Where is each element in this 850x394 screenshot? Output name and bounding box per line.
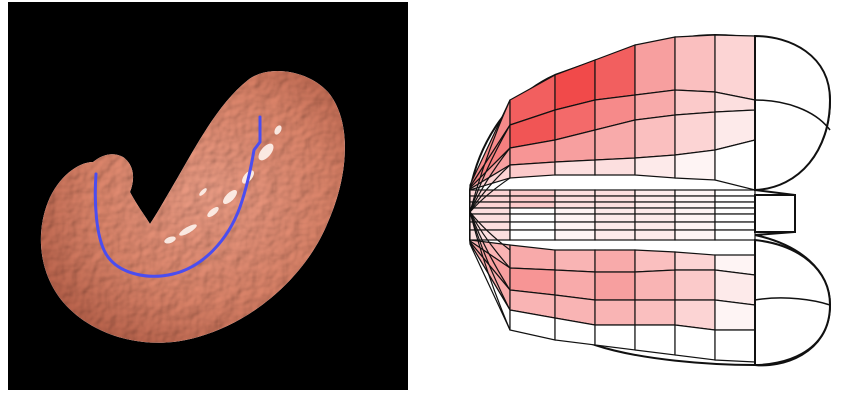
- heat-cell: [675, 90, 715, 115]
- heat-cell: [675, 202, 715, 208]
- heat-cell: [555, 160, 595, 175]
- heat-cell: [675, 150, 715, 180]
- heat-cell: [635, 196, 675, 202]
- heat-cell: [510, 208, 555, 214]
- heat-cell: [715, 202, 755, 208]
- heat-cell: [510, 202, 555, 208]
- heat-cell: [595, 272, 635, 300]
- heat-cell: [635, 155, 675, 178]
- heat-cell: [715, 35, 755, 100]
- flattened-map-panel: [440, 0, 845, 394]
- heat-cell: [675, 230, 715, 240]
- heat-cell: [675, 35, 715, 92]
- heat-cell: [715, 208, 755, 214]
- heat-cell: [510, 245, 555, 270]
- heat-cell: [595, 208, 635, 214]
- heat-cell: [715, 270, 755, 305]
- heat-cell: [595, 300, 635, 325]
- heat-cell: [470, 214, 510, 222]
- heat-cell: [675, 112, 715, 155]
- heat-cell: [510, 190, 555, 196]
- heat-cell: [555, 214, 595, 222]
- heat-cell: [510, 162, 555, 178]
- heat-cell: [715, 214, 755, 222]
- heat-cell: [635, 325, 675, 355]
- heat-cell: [595, 158, 635, 175]
- heat-cell: [510, 230, 555, 240]
- heat-cell: [595, 250, 635, 272]
- heat-cell: [675, 222, 715, 230]
- heat-cell: [675, 190, 715, 196]
- heat-cell: [595, 190, 635, 196]
- heat-cell: [510, 196, 555, 202]
- heat-cell: [595, 214, 635, 222]
- upper-lobe-cap: [755, 36, 830, 190]
- heat-cell: [635, 115, 675, 158]
- heat-cell: [595, 45, 635, 100]
- heat-cell: [635, 190, 675, 196]
- heat-cell: [715, 300, 755, 330]
- heat-cell: [715, 222, 755, 230]
- heat-cell: [635, 300, 675, 325]
- heat-cell: [675, 270, 715, 300]
- heat-cell: [510, 222, 555, 230]
- heat-cell: [555, 250, 595, 272]
- heat-cell: [715, 330, 755, 362]
- heat-cell: [635, 270, 675, 300]
- heat-cell: [595, 202, 635, 208]
- heat-cell: [595, 325, 635, 350]
- heat-cell: [595, 222, 635, 230]
- heat-cell: [555, 196, 595, 202]
- heat-cell: [595, 230, 635, 240]
- heat-cell: [595, 196, 635, 202]
- heat-cell: [555, 222, 595, 230]
- organ-body: [41, 71, 345, 343]
- heat-cell: [510, 214, 555, 222]
- heat-cell: [555, 230, 595, 240]
- heat-cell: [635, 208, 675, 214]
- heat-cell: [675, 196, 715, 202]
- heat-cell: [635, 214, 675, 222]
- middle-tube-end: [755, 195, 795, 232]
- render-3d-panel: [8, 2, 408, 390]
- heat-cell: [555, 208, 595, 214]
- heat-cell: [715, 230, 755, 240]
- heat-cell: [675, 208, 715, 214]
- heat-cell: [555, 190, 595, 196]
- heat-cell: [675, 252, 715, 270]
- heat-cell: [555, 202, 595, 208]
- heat-cell: [635, 230, 675, 240]
- heat-cell: [635, 37, 675, 95]
- heat-cell: [715, 190, 755, 196]
- organ-render: [8, 2, 408, 390]
- heat-cell: [715, 196, 755, 202]
- heat-cell: [470, 208, 510, 214]
- heat-cell: [635, 202, 675, 208]
- heat-cell: [675, 325, 715, 360]
- heat-cell: [675, 214, 715, 222]
- heat-cell: [635, 250, 675, 272]
- flattened-map: [440, 0, 845, 394]
- heat-cell: [635, 222, 675, 230]
